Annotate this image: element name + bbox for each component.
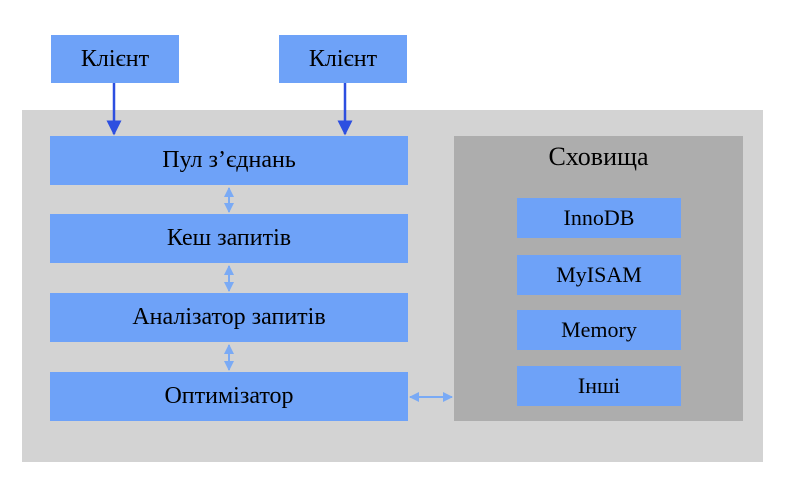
engine-memory: Memory <box>517 310 681 350</box>
query-parser-label: Аналізатор запитів <box>132 304 326 330</box>
engine-myisam-label: MyISAM <box>556 262 642 287</box>
query-cache-box: Кеш запитів <box>50 214 408 263</box>
query-cache-label: Кеш запитів <box>166 225 292 251</box>
engine-other: Інші <box>517 366 681 406</box>
client-label-1: Клієнт <box>80 45 150 72</box>
client-label-2: Клієнт <box>308 45 378 72</box>
engine-innodb: InnoDB <box>517 198 681 238</box>
query-parser-box: Аналізатор запитів <box>50 293 408 342</box>
engine-innodb-label: InnoDB <box>563 205 635 230</box>
storage-title: Сховища <box>548 142 649 171</box>
optimizer-label: Оптимізатор <box>164 383 294 409</box>
connection-pool-box: Пул з’єднань <box>50 136 408 185</box>
connection-pool-label: Пул з’єднань <box>162 147 296 173</box>
client-box-1: Клієнт <box>51 35 179 83</box>
engine-other-label: Інші <box>577 373 621 398</box>
engine-myisam: MyISAM <box>517 255 681 295</box>
client-box-2: Клієнт <box>279 35 407 83</box>
optimizer-box: Оптимізатор <box>50 372 408 421</box>
engine-memory-label: Memory <box>561 317 637 342</box>
